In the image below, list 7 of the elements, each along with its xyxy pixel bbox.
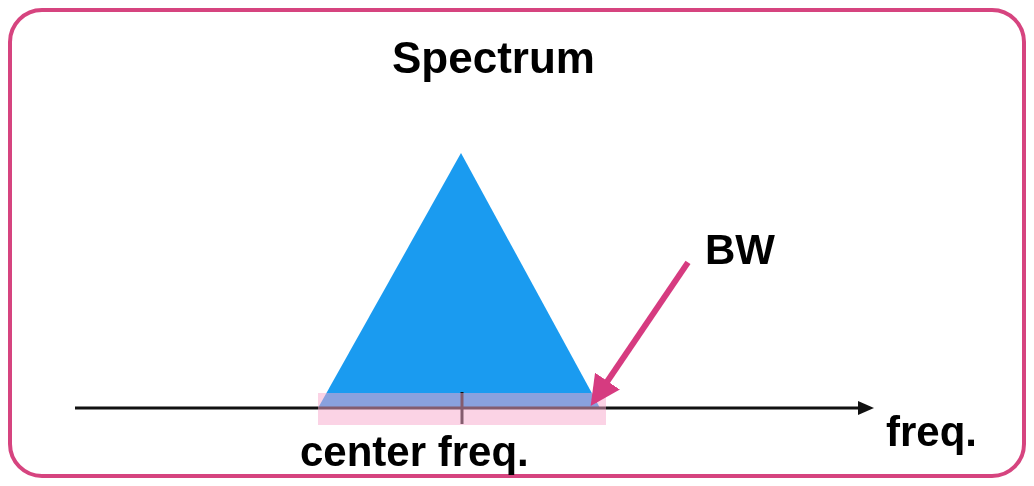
bandwidth-bar: [318, 393, 606, 425]
axis-label: center freq.: [300, 427, 530, 477]
frame: [8, 8, 1026, 478]
arrow: [590, 260, 691, 406]
title: Spectrum: [392, 36, 595, 80]
callout-text: BW: [690, 222, 790, 278]
axis-label: freq.: [886, 407, 978, 457]
